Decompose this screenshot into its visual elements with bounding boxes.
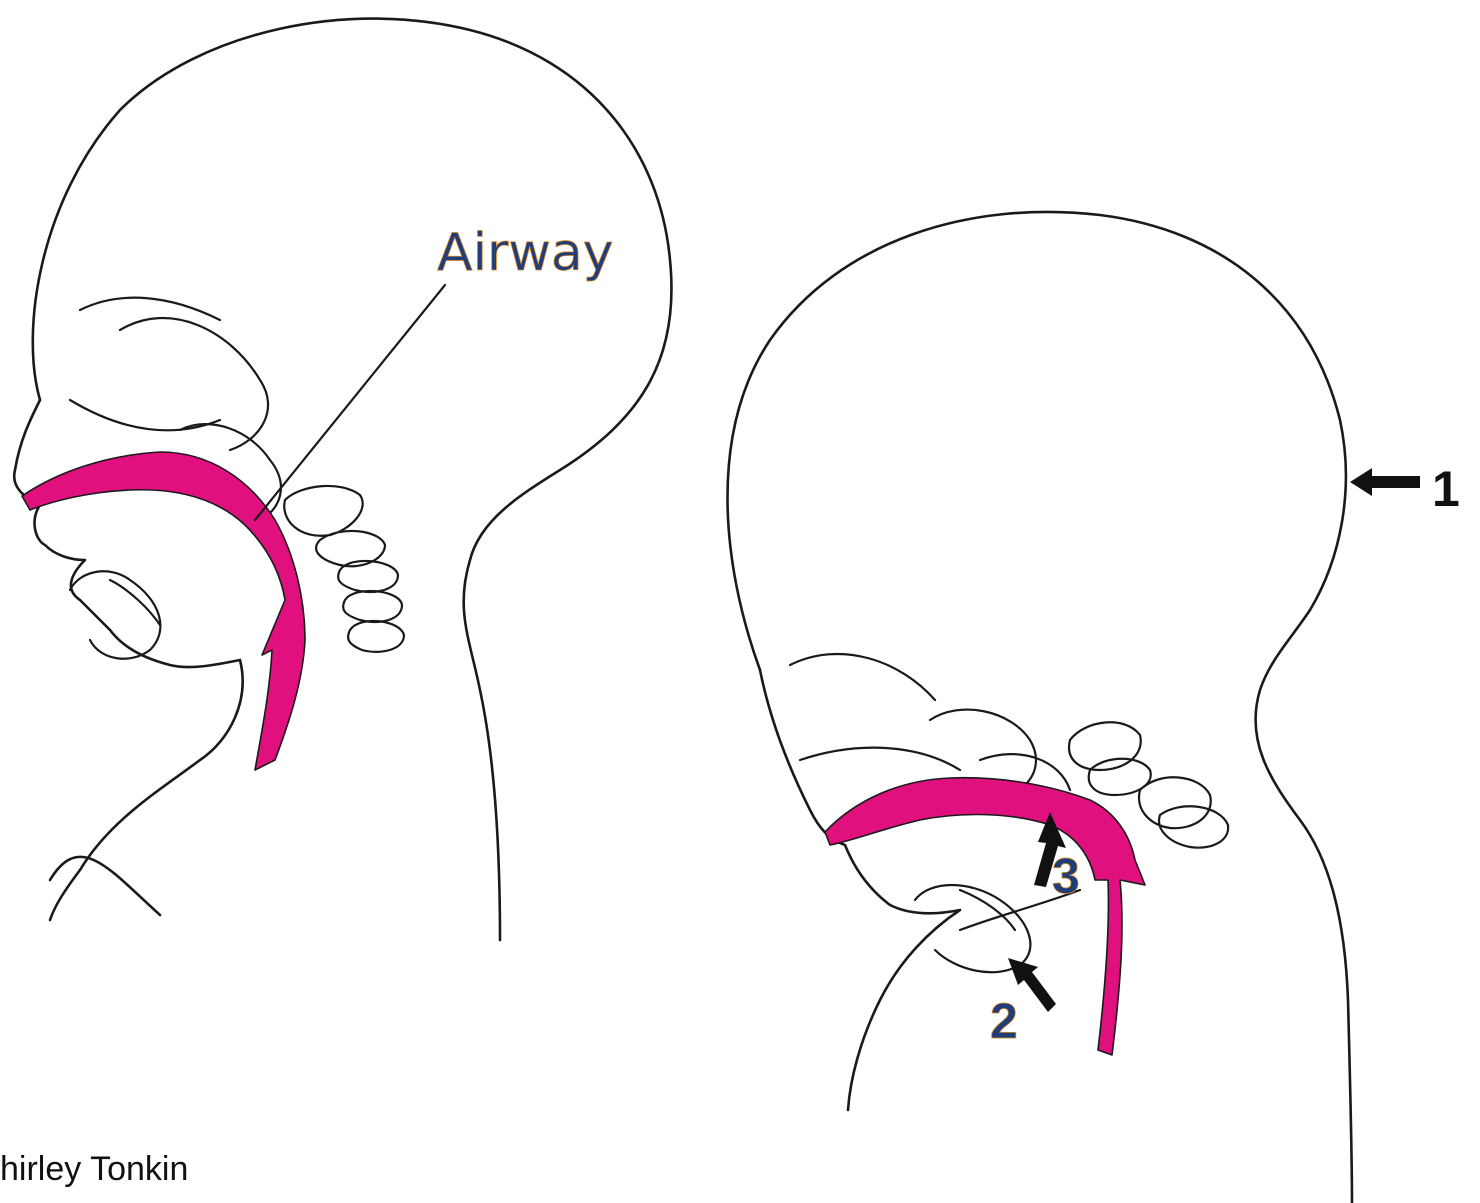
left-airway-pointer xyxy=(255,285,445,520)
author-credit: hirley Tonkin xyxy=(0,1150,188,1189)
left-airway-shape xyxy=(22,452,305,770)
right-chin-outline xyxy=(760,670,960,1110)
arrow-1 xyxy=(1350,468,1420,496)
label-3: 3 xyxy=(1052,848,1080,904)
label-2: 2 xyxy=(990,993,1018,1049)
airway-label: Airway xyxy=(437,223,614,283)
label-1: 1 xyxy=(1432,461,1460,517)
right-head-outline xyxy=(728,212,1353,1203)
left-eye xyxy=(70,298,220,431)
right-jaw-detail xyxy=(915,885,1030,972)
left-head: Airway xyxy=(14,19,671,940)
left-jaw-detail xyxy=(70,571,160,658)
right-head: 1 3 2 xyxy=(728,212,1460,1203)
right-eye xyxy=(790,654,960,770)
